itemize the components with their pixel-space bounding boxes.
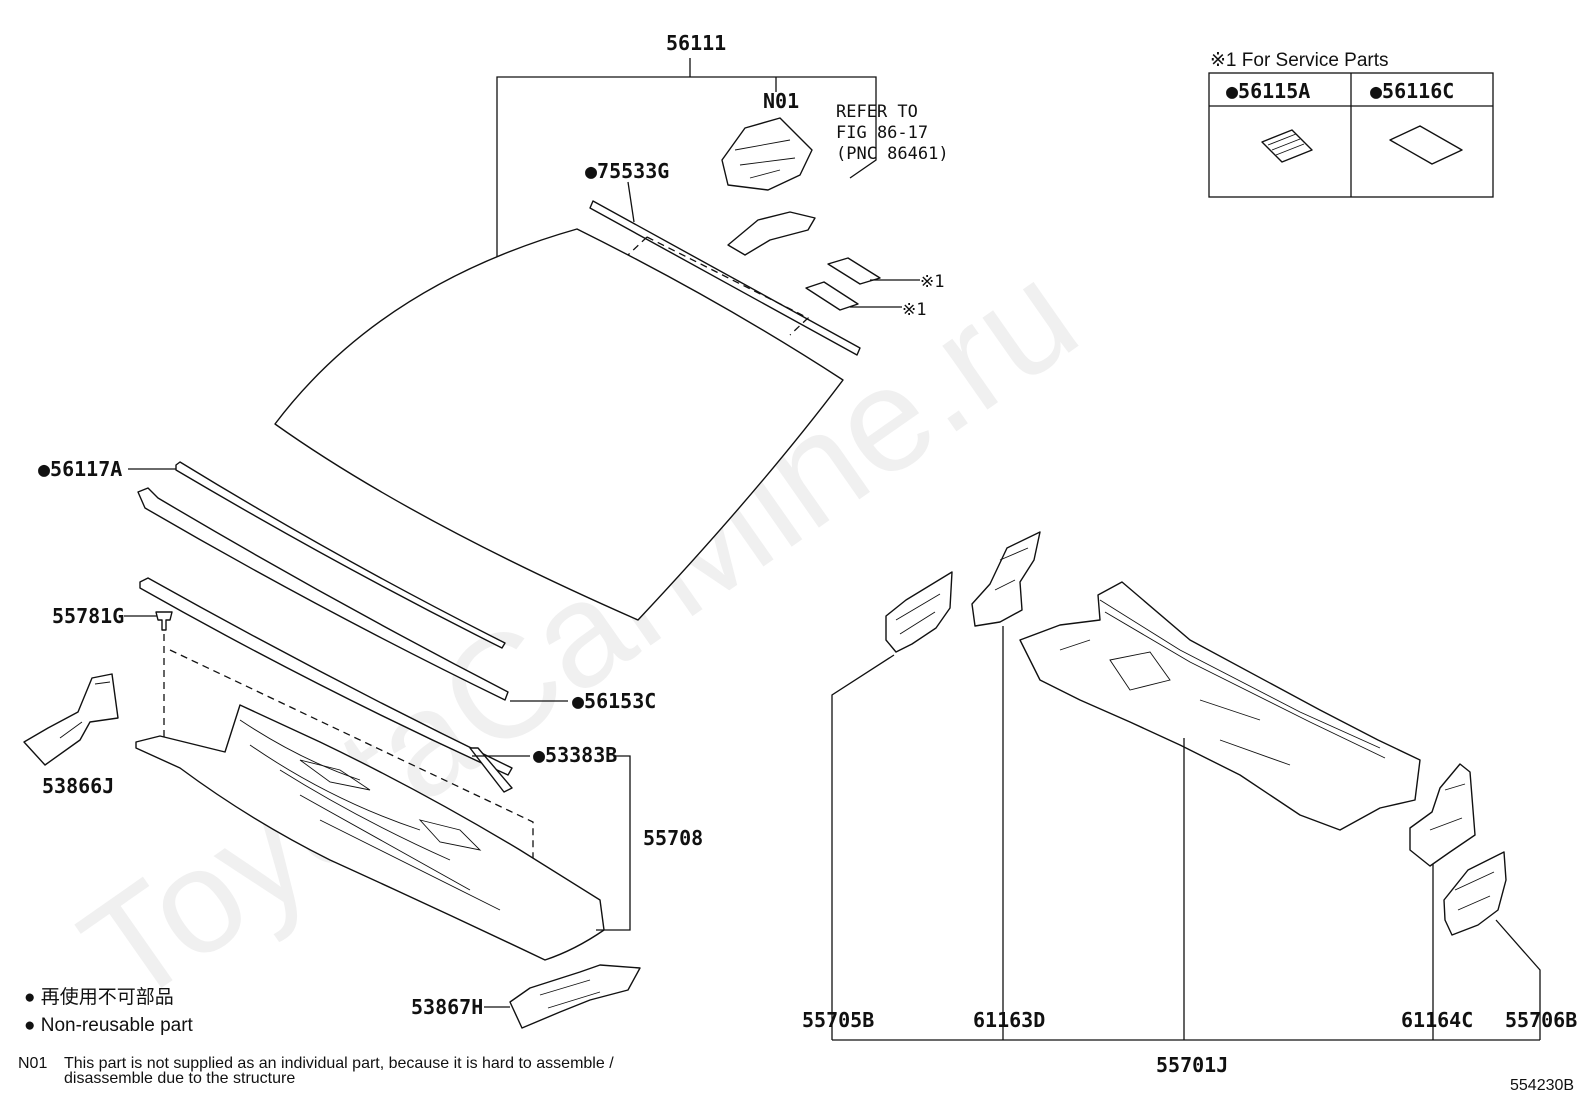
- cowl-side-bracket-55706b: [1443, 851, 1507, 936]
- sensor-bracket: [721, 117, 813, 191]
- label-n01: N01: [763, 89, 799, 113]
- label-mark1-upper: ※1: [920, 272, 944, 292]
- clip-56115a-drawing: [1261, 129, 1313, 163]
- label-56111: 56111: [666, 31, 726, 55]
- windshield-glass-group: 56111 ●75533G N01 REFER TO FIG 86-17 (PN…: [274, 31, 949, 621]
- label-mark1-lower: ※1: [902, 300, 926, 320]
- seal-53383b: [469, 747, 513, 793]
- service-part-56116c: ●56116C: [1370, 79, 1454, 103]
- cowl-side-panel-61163d: [971, 531, 1041, 627]
- refer-text-3: (PNC 86461): [836, 144, 949, 164]
- label-56153c: ●56153C: [572, 689, 656, 713]
- label-55708: 55708: [643, 826, 703, 850]
- service-part-56115a: ●56115A: [1226, 79, 1310, 103]
- service-pad-upper: [827, 257, 881, 285]
- label-55781g: 55781G: [52, 604, 124, 628]
- service-parts-title: ※1 For Service Parts: [1210, 50, 1389, 71]
- service-pad-lower: [805, 281, 859, 311]
- clip-55781g: [155, 611, 173, 631]
- legend: ● 再使用不可部品 ● Non-reusable part N01 This p…: [18, 986, 614, 1087]
- cowl-side-seal-53867h: [509, 964, 641, 1029]
- cowl-top-ventilator-louver: [135, 704, 605, 961]
- cowl-seal-56153c: [139, 577, 513, 776]
- pad-56116c-drawing: [1389, 125, 1463, 165]
- label-55706b: 55706B: [1505, 1008, 1577, 1032]
- label-75533g: ●75533G: [585, 159, 669, 183]
- label-56117a: ●56117A: [38, 457, 122, 481]
- label-61163d: 61163D: [973, 1008, 1045, 1032]
- refer-text-2: FIG 86-17: [836, 123, 928, 143]
- dash-panel-55701j: [1019, 581, 1421, 831]
- legend-en: ● Non-reusable part: [24, 1015, 194, 1036]
- label-53867h: 53867H: [411, 995, 483, 1019]
- dash-panel-group: 55705B 61163D 55701J 61164C 55706B: [802, 531, 1577, 1077]
- service-parts-box: ※1 For Service Parts ●56115A ●56116C: [1208, 50, 1494, 198]
- label-55705b: 55705B: [802, 1008, 874, 1032]
- windshield-glass: [274, 228, 844, 621]
- cowl-side-bracket-55705b: [885, 571, 953, 653]
- refer-text-1: REFER TO: [836, 102, 918, 122]
- cowl-side-seal-53866j: [23, 673, 119, 766]
- label-55701j: 55701J: [1156, 1053, 1228, 1077]
- cowl-ventilator-group: 55781G 55708 53866J 53867H: [23, 604, 703, 1029]
- weatherstrip-group: ●56117A ●56153C ●53383B: [38, 457, 656, 793]
- cowl-side-panel-61164c: [1409, 763, 1476, 867]
- legend-jp: ● 再使用不可部品: [24, 986, 174, 1008]
- cowl-seal-outer: [137, 487, 509, 701]
- note-line-2: disassemble due to the structure: [64, 1070, 295, 1087]
- note-line-1: This part is not supplied as an individu…: [64, 1055, 614, 1072]
- label-53866j: 53866J: [42, 774, 114, 798]
- note-code: N01: [18, 1055, 47, 1072]
- weatherstrip-56117a: [175, 461, 506, 649]
- label-61164c: 61164C: [1401, 1008, 1473, 1032]
- label-53383b: ●53383B: [533, 743, 617, 767]
- sensor-cover: [727, 211, 816, 256]
- figure-number: 554230B: [1510, 1077, 1574, 1094]
